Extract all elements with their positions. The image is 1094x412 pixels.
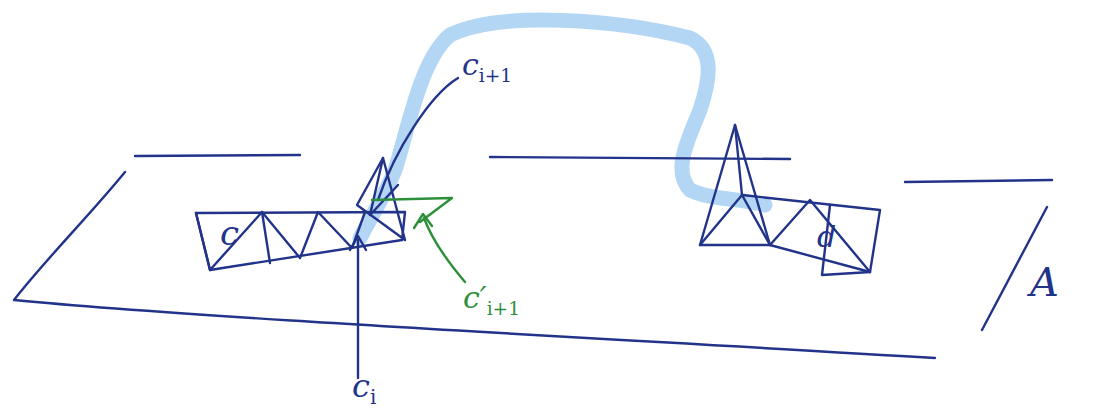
- green-simplex: [372, 198, 465, 282]
- math-label: c′i+1: [463, 283, 520, 318]
- math-label: ci: [352, 370, 376, 408]
- math-label: ci+1: [462, 50, 512, 85]
- math-label: d: [817, 222, 836, 252]
- path-band: [360, 20, 765, 238]
- math-label: A: [1030, 262, 1059, 302]
- plane-and-chains: [14, 78, 1052, 378]
- math-label: c: [220, 216, 239, 250]
